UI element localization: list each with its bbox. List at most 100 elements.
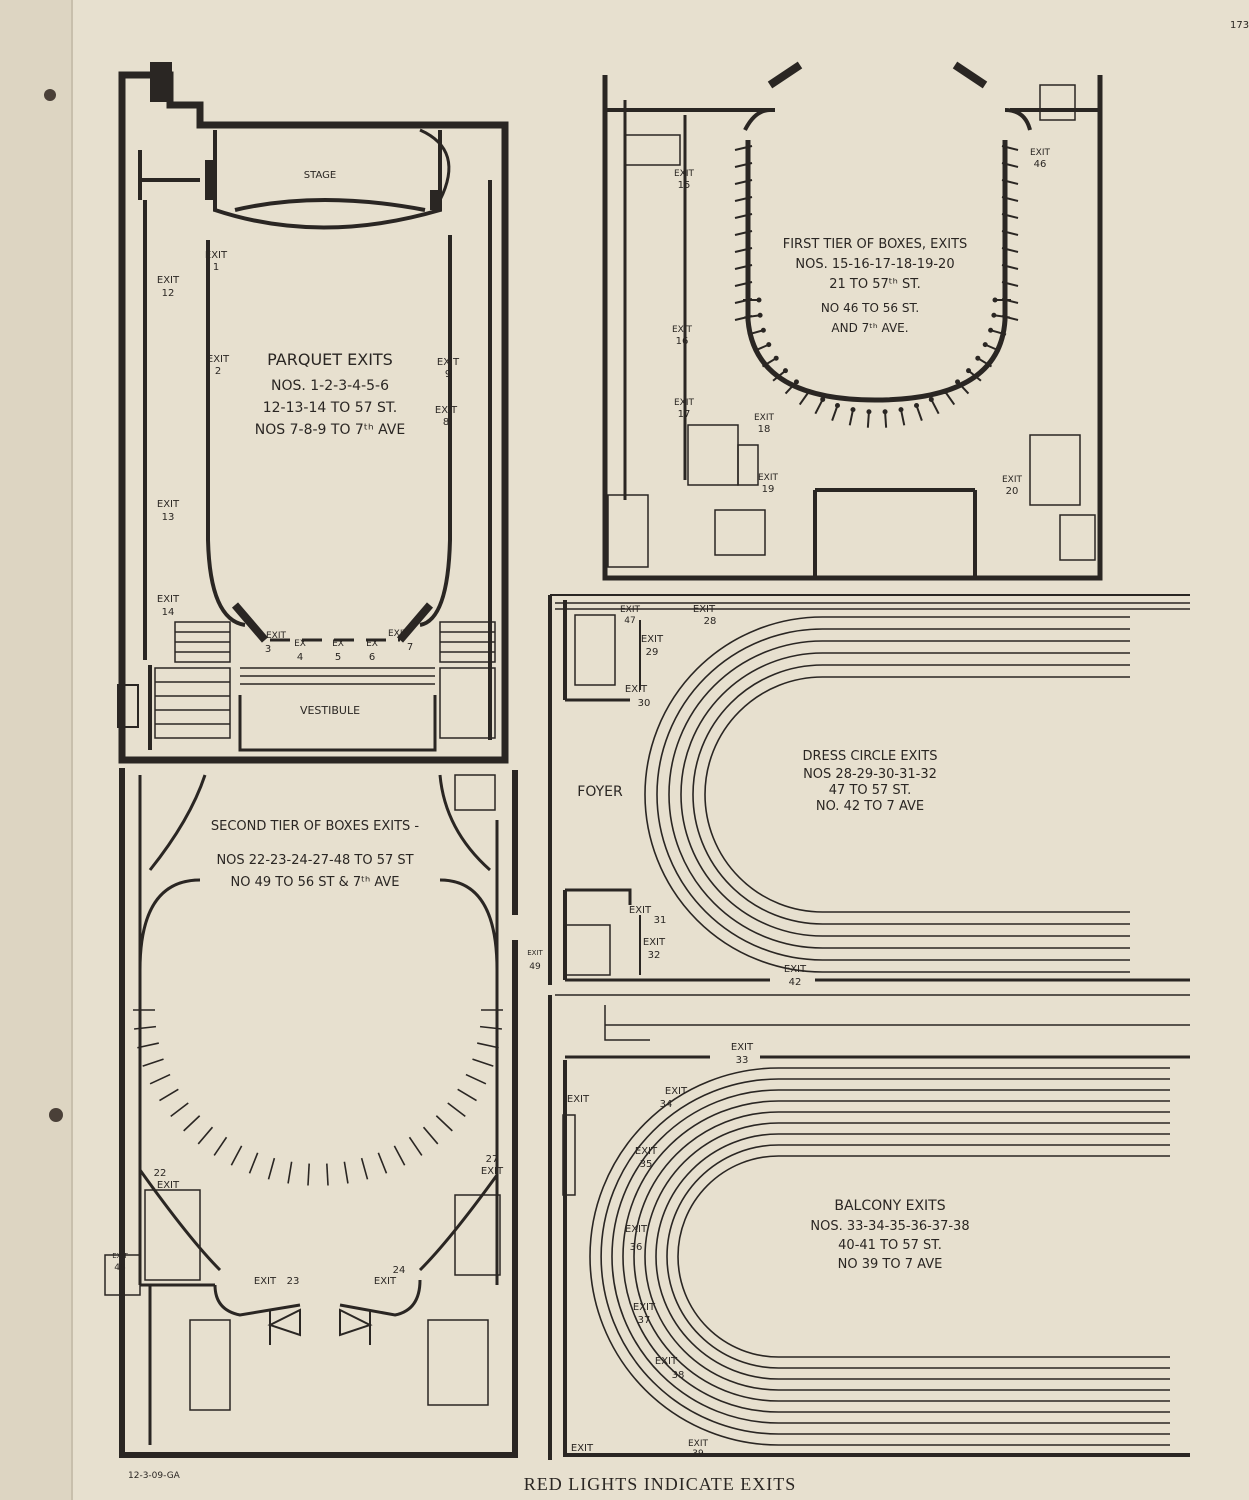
box-partition: [326, 1163, 329, 1186]
box-partition: [1001, 315, 1019, 321]
foyer-label: FOYER: [577, 784, 623, 800]
box-partition: [248, 1152, 259, 1174]
first-tier-box-fronts: [734, 145, 1019, 428]
box-partition: [734, 179, 753, 185]
box-partition-dot: [975, 355, 981, 361]
balcony-line-3: 40-41 TO 57 ST.: [838, 1238, 942, 1253]
box-partition: [866, 411, 870, 428]
svg-text:36: 36: [630, 1242, 643, 1253]
svg-text:5: 5: [335, 652, 341, 663]
parquet-labels: STAGE VESTIBULE PARQUET EXITS NOS. 1-2-3…: [255, 170, 405, 717]
dress-circle-row: [704, 676, 1130, 913]
box-partition: [197, 1126, 214, 1145]
box-partition-dot: [991, 312, 997, 318]
box-partition: [1001, 264, 1019, 270]
exit-marker: EX6: [366, 639, 378, 663]
box-partition: [734, 281, 753, 287]
dress-circle-line-3: 47 TO 57 ST.: [829, 783, 911, 798]
box-partition: [814, 398, 824, 415]
box-partition: [477, 1042, 499, 1049]
box-partition: [1001, 145, 1019, 151]
box-partition: [377, 1152, 388, 1174]
svg-text:6: 6: [369, 652, 375, 663]
box-partition-dot: [928, 396, 934, 402]
box-partition: [848, 409, 854, 426]
box-partition: [984, 343, 1001, 352]
balcony-row: [589, 1067, 1170, 1446]
box-partition: [967, 369, 982, 382]
balcony-row: [622, 1100, 1170, 1413]
svg-text:34: 34: [660, 1099, 673, 1110]
box-partition: [930, 398, 940, 415]
dress-circle-plan: [548, 594, 1190, 985]
svg-text:31: 31: [654, 915, 667, 926]
box-partition: [183, 1115, 201, 1132]
second-tier-line-3: NO 49 TO 56 ST & 7ᵗʰ AVE: [231, 875, 400, 890]
svg-text:20: 20: [1006, 486, 1019, 497]
balcony-row: [611, 1089, 1170, 1424]
archive-stamp: 12-3-09-GA: [128, 1471, 181, 1481]
box-partition-dot: [988, 327, 994, 333]
exit-marker: EX5: [332, 639, 344, 663]
box-partition: [734, 162, 753, 168]
box-partition: [267, 1157, 276, 1180]
box-partition-dot: [914, 403, 920, 409]
first-tier-line-1: FIRST TIER OF BOXES, EXITS: [783, 237, 968, 252]
box-partition: [230, 1145, 243, 1166]
svg-text:1: 1: [213, 262, 219, 273]
svg-text:18: 18: [758, 424, 771, 435]
balcony-seating-rows: [589, 1067, 1170, 1446]
balcony-title: BALCONY EXITS: [834, 1198, 945, 1214]
svg-text:EXIT: EXIT: [620, 605, 641, 615]
second-tier-box-partitions: [133, 878, 503, 1186]
box-partition: [149, 1073, 171, 1085]
svg-text:38: 38: [672, 1370, 685, 1381]
staple-hole: [44, 89, 56, 101]
box-partition: [307, 1163, 310, 1186]
box-partition: [747, 329, 764, 336]
svg-text:33: 33: [736, 1055, 749, 1066]
svg-text:EXIT: EXIT: [157, 594, 180, 605]
box-partition: [734, 196, 753, 202]
box-partition-dot: [766, 342, 772, 348]
stage-label: STAGE: [304, 170, 336, 181]
box-partition-dot: [898, 407, 904, 413]
second-tier-line-1: SECOND TIER OF BOXES EXITS -: [211, 819, 420, 834]
dress-circle-row: [692, 664, 1130, 925]
box-partition: [133, 1025, 157, 1030]
box-partition: [761, 357, 777, 368]
box-partition: [784, 381, 798, 395]
svg-text:2: 2: [215, 366, 221, 377]
box-partition: [343, 1161, 349, 1184]
svg-text:13: 13: [162, 512, 175, 523]
box-partition: [472, 1058, 494, 1067]
box-partition: [990, 329, 1007, 336]
svg-text:EXIT: EXIT: [157, 275, 180, 286]
second-tier-labels: SECOND TIER OF BOXES EXITS - NOS 22-23-2…: [211, 819, 420, 890]
balcony-plan: [548, 994, 1190, 1460]
box-partition: [1001, 162, 1019, 168]
box-partition: [734, 315, 753, 321]
svg-text:42: 42: [789, 977, 802, 988]
svg-text:EXIT: EXIT: [207, 354, 230, 365]
dress-circle-row: [644, 616, 1130, 973]
box-partition: [753, 343, 770, 352]
svg-text:8: 8: [443, 417, 449, 428]
box-partition: [798, 390, 810, 406]
box-partition: [734, 264, 753, 270]
box-partition: [1001, 247, 1019, 253]
